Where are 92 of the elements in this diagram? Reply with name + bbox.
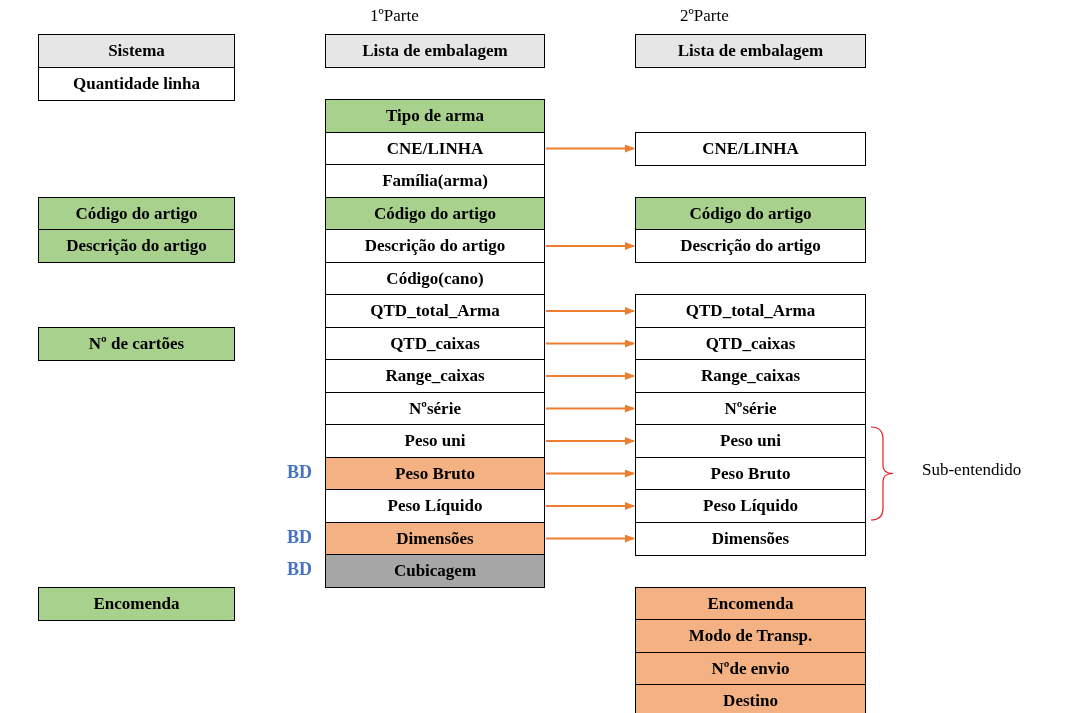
table-cell (635, 359, 866, 393)
cell-text: Família(arma) (382, 171, 488, 191)
cell-text: Sistema (108, 41, 165, 61)
arrow (545, 307, 635, 315)
table-cell (325, 229, 545, 263)
table-cell (635, 294, 866, 328)
arrow (545, 404, 635, 413)
arrow (545, 339, 635, 348)
table-cell (635, 326, 866, 361)
cell-text: QTD_caixas (390, 333, 480, 354)
table-cell (38, 326, 235, 361)
table-cell (635, 424, 866, 458)
table-cell (325, 391, 545, 426)
table-cell (325, 261, 545, 296)
table-cell (635, 684, 866, 713)
cell-text: Descrição do artigo (364, 236, 506, 256)
part-heading: 1ºParte (370, 6, 419, 26)
cell-text: Modo de Transp. (688, 626, 813, 646)
table-cell (325, 294, 545, 328)
table-cell (38, 586, 235, 621)
cell-text: Código do artigo (75, 203, 198, 224)
arrow (545, 502, 635, 510)
table-cell (635, 131, 866, 166)
cell-text: Nº de cartões (88, 333, 185, 354)
table-cell (635, 586, 866, 621)
table-cell (325, 99, 545, 133)
cell-text: Range_caixas (700, 366, 801, 386)
cell-text: Peso uni (720, 431, 781, 451)
table-cell (325, 34, 545, 68)
cell-text: QTD_total_Arma (370, 301, 500, 321)
cell-text: Descrição do artigo (66, 236, 207, 256)
table-cell (635, 229, 866, 263)
part-heading: 2ºParte (680, 6, 729, 26)
arrow (545, 372, 635, 380)
cell-text: Nºsérie (724, 398, 777, 419)
cell-text: Descrição do artigo (680, 236, 821, 256)
cell-text: Tipo de arma (386, 106, 484, 126)
cell-text: Peso Bruto (395, 463, 475, 484)
cell-text: Lista de embalagem (677, 41, 824, 61)
cell-text: Peso Bruto (710, 463, 791, 484)
cell-text: Encomenda (707, 593, 794, 614)
table-cell (38, 229, 235, 263)
cell-text: Dimensões (711, 528, 790, 549)
cell-text: Peso Líquido (703, 496, 798, 516)
table-cell (635, 619, 866, 653)
table-cell (325, 164, 545, 198)
cell-text: Peso uni (404, 431, 466, 451)
table-cell (325, 456, 545, 491)
cell-text: Cubicagem (393, 561, 477, 581)
table-cell (38, 34, 235, 68)
cell-text: Encomenda (93, 593, 180, 614)
cell-text: Dimensões (396, 528, 474, 549)
table-cell (635, 391, 866, 426)
source-tag: BD (287, 526, 312, 548)
cell-text: Destino (723, 691, 778, 711)
cell-text: Nºsérie (409, 398, 461, 419)
source-tag: BD (287, 461, 312, 483)
arrow (545, 242, 635, 250)
cell-text: Código do artigo (689, 203, 812, 224)
table-cell (325, 131, 545, 166)
source-tag: BD (287, 559, 312, 580)
cell-text: QTD_caixas (705, 333, 796, 354)
table-cell (635, 196, 866, 231)
table-cell (325, 554, 545, 588)
arrow (545, 469, 635, 478)
table-cell (635, 521, 866, 556)
table-cell (635, 489, 866, 523)
arrow (545, 534, 635, 543)
table-cell (325, 196, 545, 231)
table-cell (325, 489, 545, 523)
arrow (545, 437, 635, 445)
table-cell (325, 359, 545, 393)
cell-text: Range_caixas (385, 366, 485, 386)
table-cell (635, 456, 866, 491)
cell-text: Nºde envio (711, 658, 790, 679)
table-cell (635, 34, 866, 68)
table-cell (38, 66, 235, 101)
table-cell (325, 521, 545, 556)
table-cell (325, 326, 545, 361)
cell-text: Código(cano) (386, 268, 484, 289)
table-cell (635, 651, 866, 686)
bracket-note: Sub-entendido (922, 460, 1022, 480)
table-cell (325, 424, 545, 458)
cell-text: Quantidade linha (72, 73, 201, 94)
cell-text: Peso Líquido (387, 496, 483, 516)
cell-text: CNE/LINHA (386, 138, 484, 159)
cell-text: Lista de embalagem (362, 41, 508, 61)
cell-text: Código do artigo (374, 203, 496, 224)
table-cell (38, 196, 235, 231)
cell-text: CNE/LINHA (702, 138, 799, 159)
arrow (545, 144, 635, 153)
cell-text: QTD_total_Arma (685, 301, 816, 321)
